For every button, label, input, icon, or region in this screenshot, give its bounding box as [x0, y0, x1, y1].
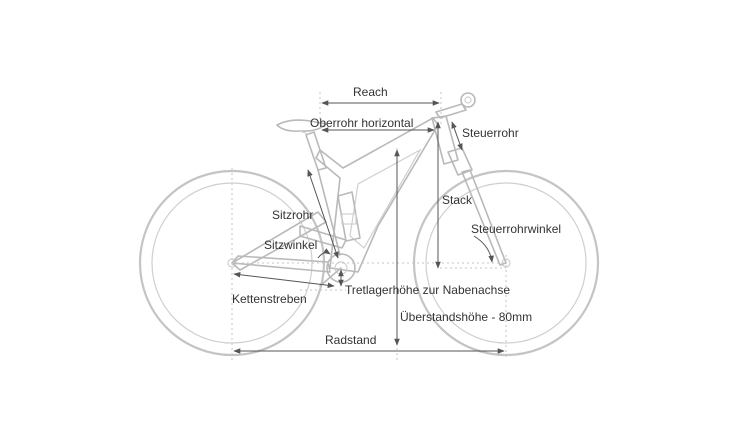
label-kettenstreben: Kettenstreben	[232, 292, 307, 306]
sitzrohr-arrow	[307, 169, 339, 259]
sitzwinkel-arc	[317, 248, 331, 259]
label-reach: Reach	[353, 85, 388, 99]
steuerrohrwinkel-arc	[473, 235, 494, 263]
label-steuerrohr: Steuerrohr	[462, 126, 519, 140]
kettenstreben-arrow	[233, 271, 335, 289]
label-stack: Stack	[442, 193, 473, 207]
label-radstand: Radstand	[325, 333, 377, 347]
label-sitzrohr: Sitzrohr	[272, 208, 314, 222]
label-oberrohr: Oberrohr horizontal	[310, 116, 414, 130]
dimension-arrows	[233, 100, 505, 354]
steuerrohr-arrow	[451, 121, 463, 151]
label-steuerrohrwinkel: Steuerrohrwinkel	[471, 222, 562, 236]
label-tretlager: Tretlagerhöhe zur Nabenachse	[345, 283, 510, 297]
label-ueberstand: Überstandshöhe - 80mm	[400, 310, 533, 324]
label-sitzwinkel: Sitzwinkel	[264, 238, 318, 252]
